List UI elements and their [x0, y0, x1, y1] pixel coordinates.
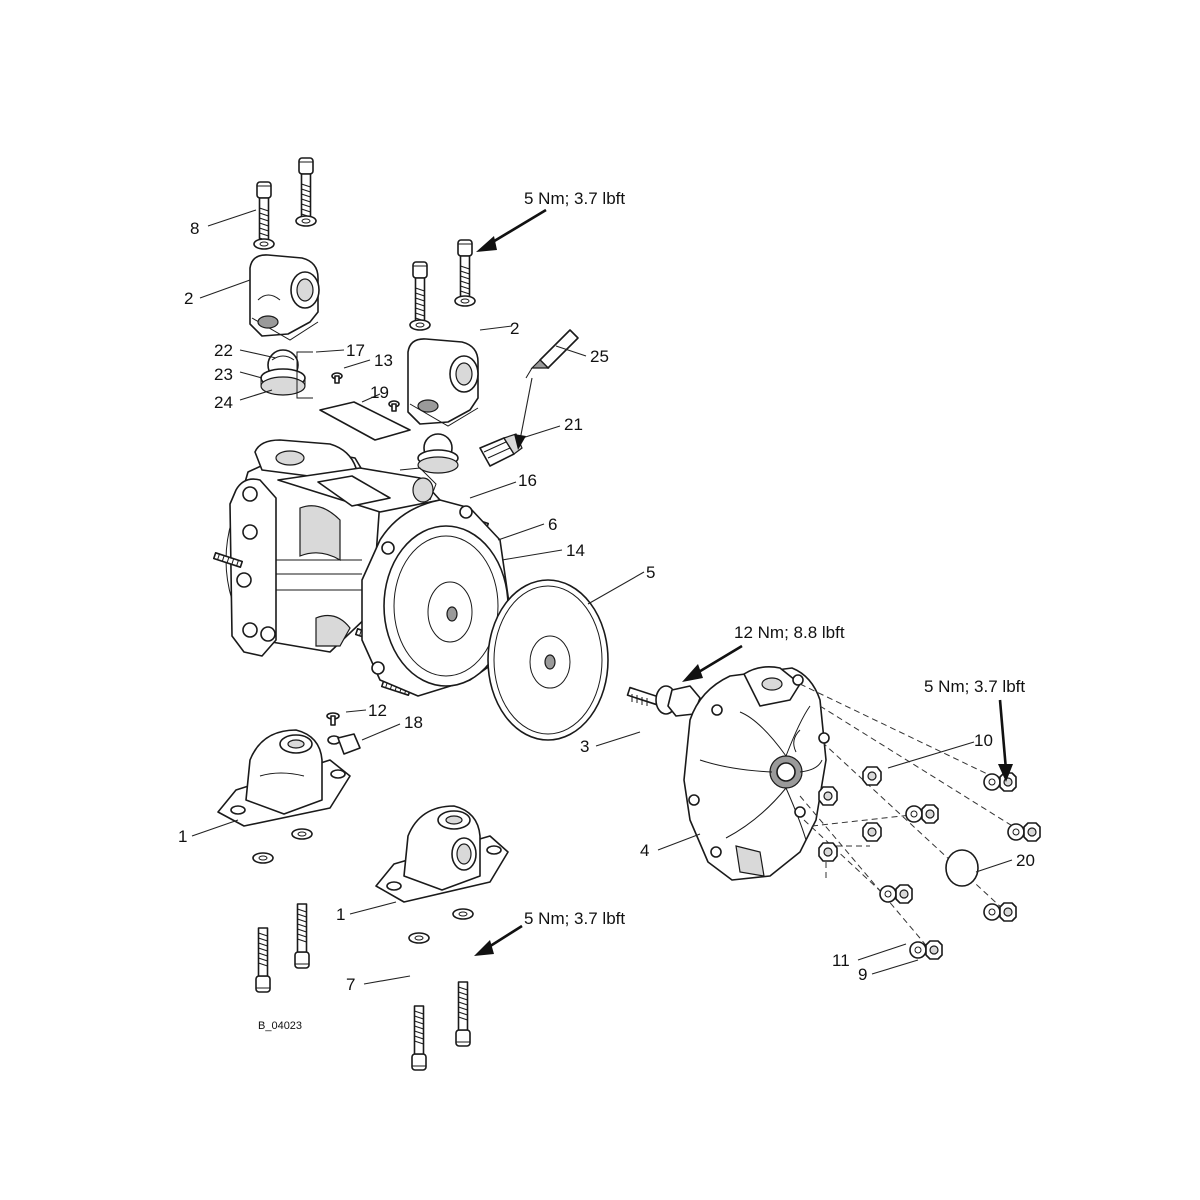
callout-13: 13: [374, 351, 393, 370]
bolt-7-group: [408, 908, 474, 1071]
torque-label-top: 5 Nm; 3.7 lbft: [524, 189, 625, 208]
callout-labels: 8 2 2 22 17 13 23 24 19 25 21 16 6 14 5 …: [178, 219, 1035, 994]
screw-13: [331, 372, 400, 412]
callout-4: 4: [640, 841, 649, 860]
check-valve-seat-center: [417, 433, 459, 474]
bolt-top-center-group: [409, 239, 476, 331]
leader-lines: [191, 209, 1013, 985]
callout-2: 2: [184, 289, 193, 308]
torque-label-center: 12 Nm; 8.8 lbft: [734, 623, 845, 642]
flange-left: [229, 478, 277, 657]
nuts-10: [818, 766, 882, 862]
dashed-bolt-lines: [799, 683, 1023, 951]
callout-6: 6: [548, 515, 557, 534]
torque-arrows: [474, 208, 1013, 956]
callout-8: 8: [190, 219, 199, 238]
bolt-8-group: [253, 157, 317, 250]
manifold-top-left: [249, 254, 320, 341]
manifold-bottom-left: [217, 729, 351, 827]
callout-23: 23: [214, 365, 233, 384]
oring-20: [945, 849, 979, 887]
callout-1: 1: [178, 827, 187, 846]
callout-18: 18: [404, 713, 423, 732]
callout-5: 5: [646, 563, 655, 582]
nameplate-19: [319, 401, 411, 441]
callout-12: 12: [368, 701, 387, 720]
torque-label-bottom: 5 Nm; 3.7 lbft: [524, 909, 625, 928]
callout-7: 7: [346, 975, 355, 994]
callout-3: 3: [580, 737, 589, 756]
callout-25: 25: [590, 347, 609, 366]
callout-16: 16: [518, 471, 537, 490]
torque-label-right: 5 Nm; 3.7 lbft: [924, 677, 1025, 696]
manifold-bottom-center: [375, 805, 509, 903]
fluid-cover-4: [683, 666, 830, 881]
fitting-21: [479, 433, 523, 467]
diaphragm-5: [487, 579, 609, 741]
sealant-tube-25: [525, 329, 579, 379]
torque-labels: 5 Nm; 3.7 lbft 12 Nm; 8.8 lbft 5 Nm; 3.7…: [524, 189, 1025, 928]
callout-14: 14: [566, 541, 585, 560]
ground-screw-12-18: [326, 712, 361, 755]
callout-2: 2: [510, 319, 519, 338]
plate-bolt-3: [626, 685, 701, 717]
callout-20: 20: [1016, 851, 1035, 870]
callout-11: 11: [832, 951, 850, 970]
callout-24: 24: [214, 393, 233, 412]
figure-code: B_04023: [258, 1020, 302, 1032]
manifold-top-center: [407, 338, 479, 427]
callout-19: 19: [370, 383, 389, 402]
callout-22: 22: [214, 341, 233, 360]
callout-10: 10: [974, 731, 993, 750]
callout-17: 17: [346, 341, 365, 360]
callout-1: 1: [336, 905, 345, 924]
bolt-bottom-left-group: [252, 828, 313, 993]
callout-21: 21: [564, 415, 583, 434]
callout-9: 9: [858, 965, 867, 984]
